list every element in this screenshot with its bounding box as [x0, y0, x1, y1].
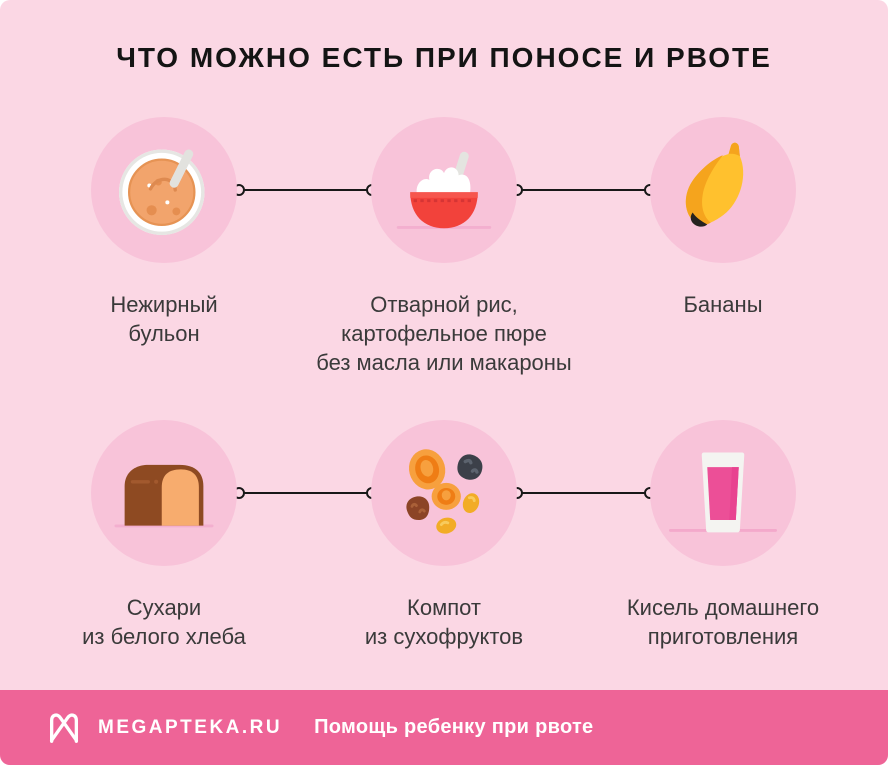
dried-fruits-icon [406, 449, 483, 534]
footer-brand: MEGAPTEKA.RU [98, 716, 283, 738]
item-crackers: Сухари из белого хлеба [14, 420, 314, 651]
footer-bar: MEGAPTEKA.RU Помощь ребенку при рвоте [0, 690, 888, 765]
rice-bowl-icon [396, 151, 492, 229]
item-kissel: Кисель домашнего приготовления [573, 420, 873, 651]
item-circle [650, 420, 796, 566]
item-label: Нежирный бульон [110, 292, 218, 346]
item-circle [650, 117, 796, 263]
footer-tagline: Помощь ребенку при рвоте [314, 716, 594, 738]
banana-icon [685, 142, 744, 227]
megapteka-logo-icon [49, 712, 79, 743]
item-label: Сухари из белого хлеба [82, 595, 246, 649]
item-broth: Нежирный бульон [14, 117, 314, 348]
item-label: Компот из сухофруктов [364, 595, 524, 649]
item-circle [371, 420, 517, 566]
item-circle [371, 117, 517, 263]
item-label: Отварной рис, картофельное пюре без масл… [316, 292, 572, 375]
item-compote: Компот из сухофруктов [294, 420, 594, 651]
item-circle [91, 420, 237, 566]
page-title: ЧТО МОЖНО ЕСТЬ ПРИ ПОНОСЕ И РВОТЕ [116, 42, 772, 73]
item-rice: Отварной рис, картофельное пюре без масл… [294, 117, 594, 377]
soup-bowl-icon [119, 149, 205, 235]
bread-loaf-icon [114, 464, 214, 528]
item-label: Бананы [683, 292, 763, 317]
kissel-glass-icon [669, 452, 777, 533]
item-label: Кисель домашнего приготовления [626, 595, 820, 649]
item-circle [91, 117, 237, 263]
item-bananas: Бананы [573, 117, 873, 319]
